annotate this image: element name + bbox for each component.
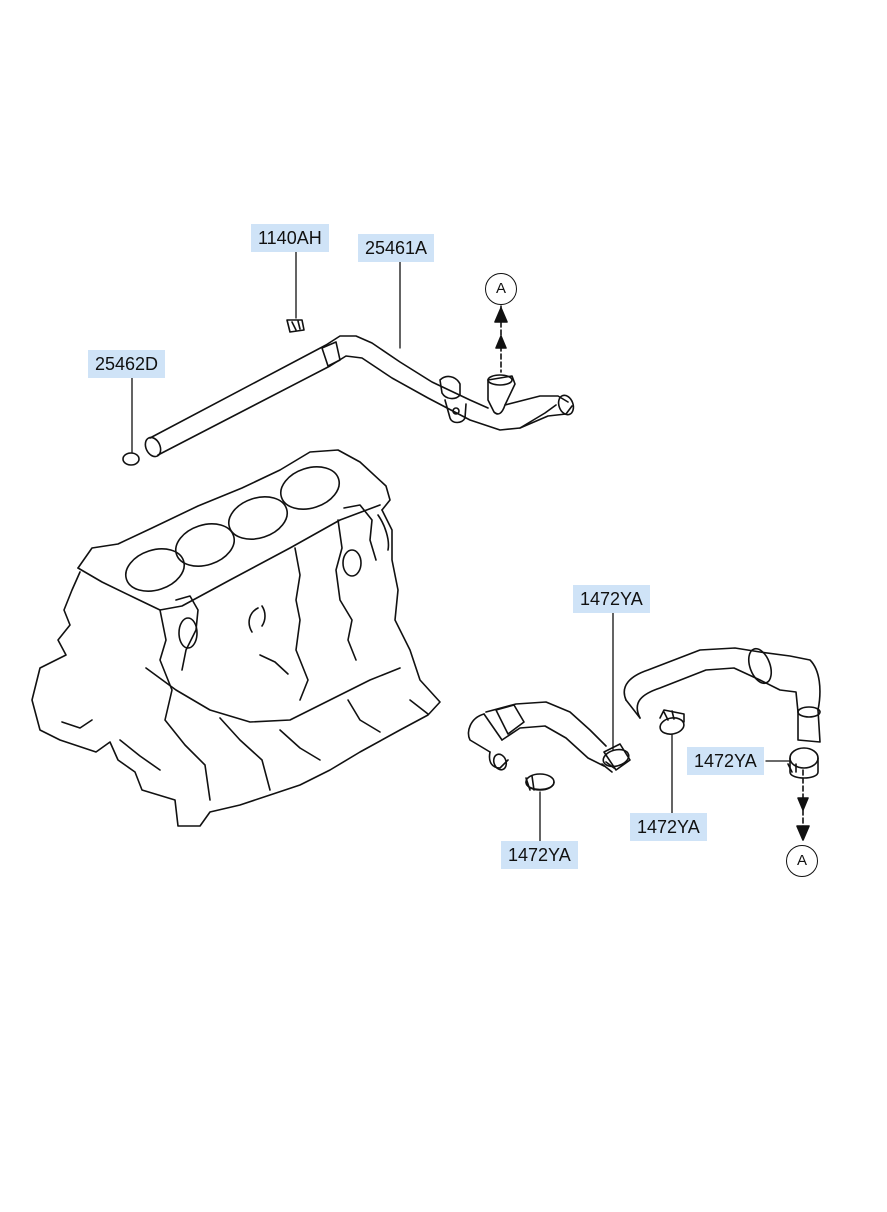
callout-1472ya-mid[interactable]: 1472YA (630, 813, 707, 841)
callout-25461a[interactable]: 25461A (358, 234, 435, 262)
engine-block (31, 449, 441, 827)
callout-1140ah[interactable]: 1140AH (251, 224, 329, 252)
callout-1472ya-right[interactable]: 1472YA (687, 747, 764, 775)
clamp-mid (525, 773, 555, 791)
arrow-to-ref-bottom (796, 769, 810, 841)
clamp-bottom (787, 747, 819, 779)
bolt-1140ah (286, 319, 305, 333)
clamp-top (601, 743, 631, 773)
water-pipe-25461a (144, 335, 575, 458)
ref-marker-a-top: A (485, 273, 517, 305)
callout-1472ya-bottom[interactable]: 1472YA (501, 841, 578, 869)
callout-25462d[interactable]: 25462D (88, 350, 166, 378)
ref-marker-a-bottom: A (786, 845, 818, 877)
leader-lines (131, 249, 791, 843)
clamp-right (659, 709, 685, 735)
callout-1472ya-top[interactable]: 1472YA (573, 585, 650, 613)
hose-left (467, 701, 607, 771)
hose-right (623, 647, 821, 743)
o-ring-25462d (122, 452, 140, 466)
arrow-to-ref-top (494, 305, 508, 373)
